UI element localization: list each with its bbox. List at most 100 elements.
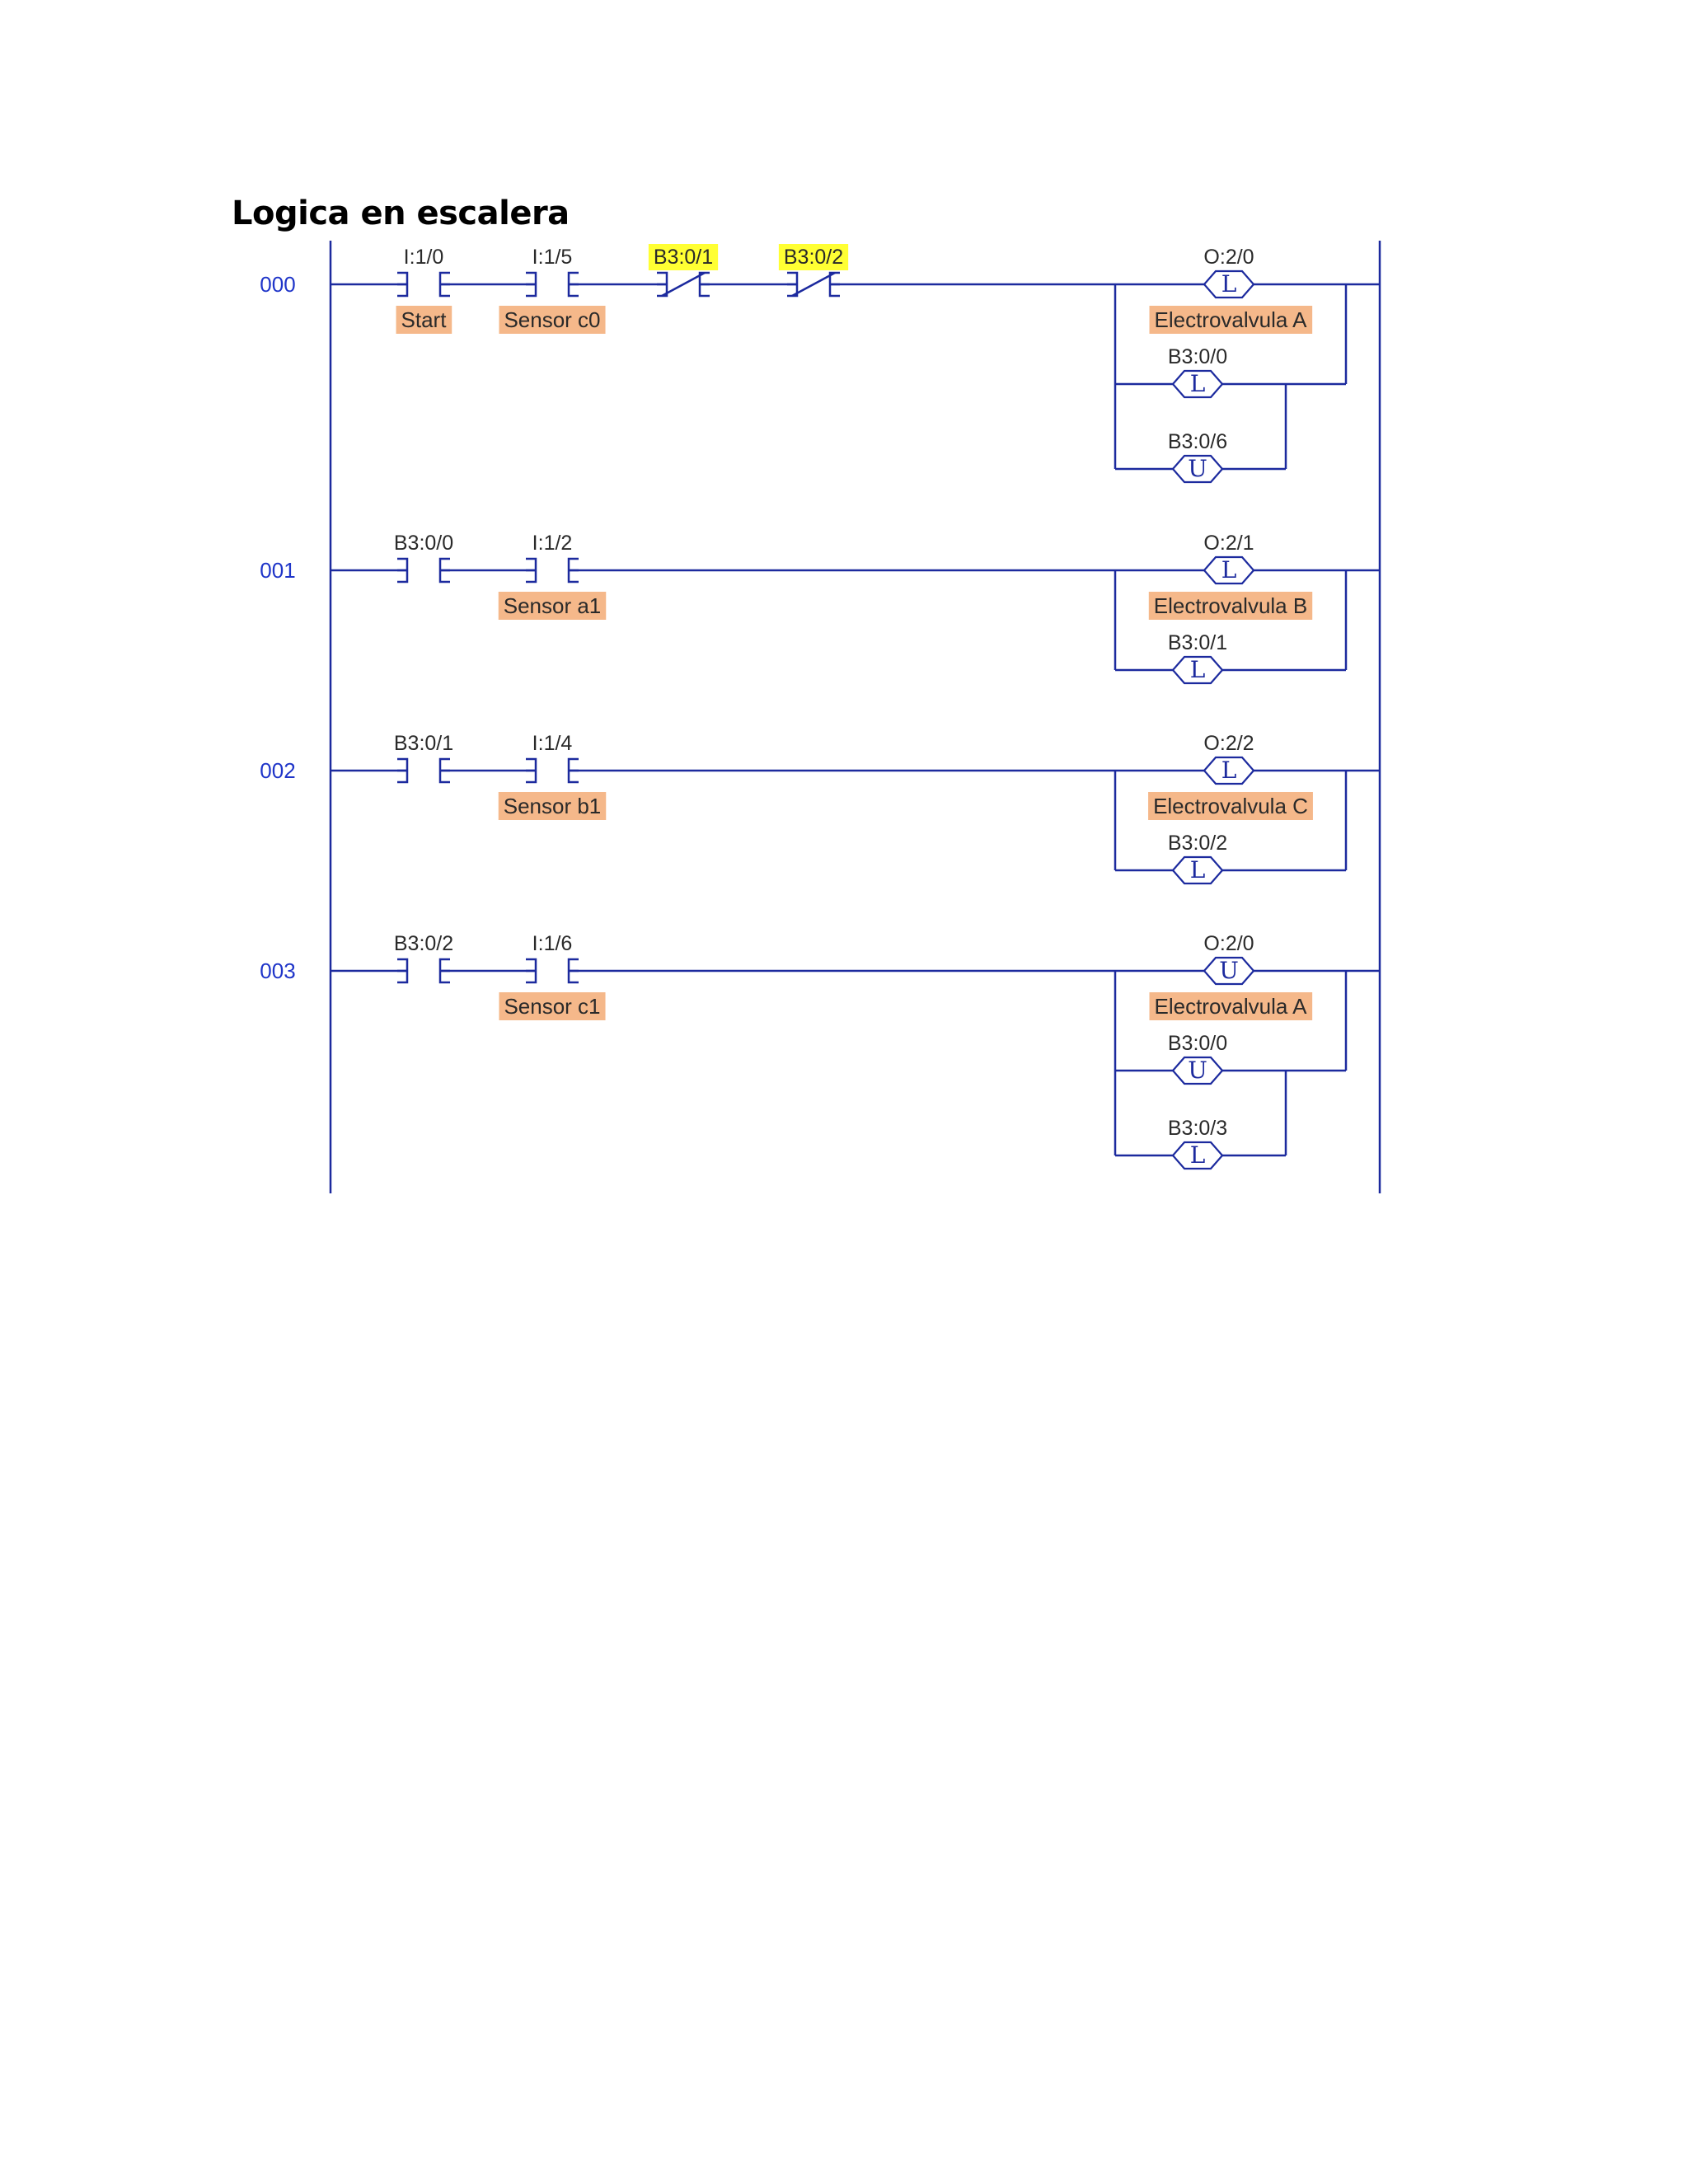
output-address-text: O:2/0 <box>1203 246 1254 269</box>
output-address: B3:0/6 <box>1168 430 1227 453</box>
coil-outline <box>1203 956 1255 986</box>
contact-address-text: B3:0/2 <box>784 246 843 269</box>
output-coil: U <box>1171 454 1224 484</box>
contact-address: I:1/4 <box>532 732 573 755</box>
output-symbol: Electrovalvula A <box>1149 306 1313 334</box>
output-address: B3:0/0 <box>1168 1032 1227 1055</box>
contact-symbol: Start <box>396 306 452 334</box>
contact-address-text: B3:0/2 <box>394 932 453 955</box>
output-address: O:2/2 <box>1203 732 1254 755</box>
output-symbol-bg <box>1148 592 1313 620</box>
contact-symbol-bg <box>498 592 607 620</box>
coil-outline <box>1171 855 1224 885</box>
output-symbol: Electrovalvula A <box>1149 992 1313 1020</box>
coil-instruction-letter: L <box>1190 370 1206 397</box>
contact-symbol-bg <box>396 306 452 334</box>
output-address-text: O:2/1 <box>1203 532 1254 555</box>
output-address-text: O:2/2 <box>1203 732 1254 755</box>
output-address: B3:0/2 <box>1168 832 1227 855</box>
contact-address-text: I:1/4 <box>532 732 573 755</box>
output-coil: L <box>1203 269 1255 299</box>
output-symbol-text: Electrovalvula A <box>1155 994 1308 1019</box>
contact-symbol: Sensor b1 <box>498 792 607 820</box>
contact-address-text: I:1/2 <box>532 532 573 555</box>
coil-instruction-letter: L <box>1221 556 1237 583</box>
contact-symbol-text: Start <box>401 307 448 332</box>
contact-symbol: Sensor c0 <box>499 306 606 334</box>
contact-left-bracket <box>526 557 537 583</box>
rung-number: 001 <box>260 558 295 583</box>
coil-instruction-letter: L <box>1190 656 1206 683</box>
output-coil: U <box>1171 1056 1224 1085</box>
contact-left-bracket <box>657 271 668 298</box>
contact-address: I:1/5 <box>532 246 573 269</box>
output-address-text: B3:0/3 <box>1168 1117 1227 1140</box>
contact-left-bracket <box>526 271 537 298</box>
contact-address: B3:0/2 <box>778 244 849 270</box>
contact-address: B3:0/1 <box>394 732 453 755</box>
contact-left-bracket <box>526 757 537 784</box>
contact-address-bg <box>648 244 719 270</box>
contact-symbol-bg <box>499 992 606 1020</box>
contact-address-text: B3:0/1 <box>654 246 713 269</box>
output-symbol-text: Electrovalvula B <box>1154 593 1307 618</box>
output-coil: L <box>1203 756 1255 785</box>
output-coil: L <box>1171 369 1224 399</box>
contact-left-bracket <box>397 958 409 984</box>
contact-address: B3:0/0 <box>394 532 453 555</box>
coil-instruction-letter: L <box>1190 1141 1206 1169</box>
contact-address-text: B3:0/1 <box>394 732 453 755</box>
contact-symbol: Sensor a1 <box>498 592 607 620</box>
contact-address: B3:0/2 <box>394 932 453 955</box>
contact-address: I:1/2 <box>532 532 573 555</box>
output-address: B3:0/1 <box>1168 631 1227 654</box>
contact-symbol-text: Sensor b1 <box>504 794 602 818</box>
contact-slash <box>661 271 706 298</box>
output-coil: L <box>1171 855 1224 885</box>
coil-instruction-letter: L <box>1221 757 1237 784</box>
coil-outline <box>1203 756 1255 785</box>
coil-outline <box>1203 555 1255 585</box>
contact-left-bracket <box>397 557 409 583</box>
output-symbol: Electrovalvula C <box>1148 792 1313 820</box>
output-symbol-bg <box>1149 992 1313 1020</box>
contact-address-text: B3:0/0 <box>394 532 453 555</box>
coil-instruction-letter: U <box>1188 1057 1207 1084</box>
output-address: O:2/0 <box>1203 246 1254 269</box>
contact-address: I:1/6 <box>532 932 573 955</box>
coil-outline <box>1171 369 1224 399</box>
output-symbol-text: Electrovalvula C <box>1153 794 1308 818</box>
contact-address-text: I:1/5 <box>532 246 573 269</box>
contact-address-text: I:1/0 <box>404 246 444 269</box>
contact-symbol-bg <box>498 792 607 820</box>
contact-address-text: I:1/6 <box>532 932 573 955</box>
coil-outline <box>1171 1141 1224 1170</box>
output-address: O:2/1 <box>1203 532 1254 555</box>
contact-left-bracket <box>787 271 799 298</box>
output-address-text: B3:0/2 <box>1168 832 1227 855</box>
coil-outline <box>1171 454 1224 484</box>
coil-instruction-letter: L <box>1190 856 1206 883</box>
contact-slash <box>791 271 836 298</box>
output-address: B3:0/0 <box>1168 345 1227 368</box>
output-symbol-text: Electrovalvula A <box>1155 307 1308 332</box>
contact-left-bracket <box>397 757 409 784</box>
coil-outline <box>1171 1056 1224 1085</box>
contact-address: I:1/0 <box>404 246 444 269</box>
coil-outline <box>1203 269 1255 299</box>
contact-symbol-bg <box>499 306 606 334</box>
contact-left-bracket <box>526 958 537 984</box>
coil-instruction-letter: U <box>1188 455 1207 482</box>
contact-left-bracket <box>397 271 409 298</box>
output-address-text: O:2/0 <box>1203 932 1254 955</box>
coil-instruction-letter: U <box>1219 957 1239 984</box>
page-title: Logica en escalera <box>232 194 570 232</box>
contact-address-bg <box>778 244 849 270</box>
coil-instruction-letter: L <box>1221 270 1237 298</box>
rung-number: 000 <box>260 272 295 297</box>
output-coil: L <box>1171 655 1224 685</box>
contact-symbol-text: Sensor c1 <box>504 994 600 1019</box>
